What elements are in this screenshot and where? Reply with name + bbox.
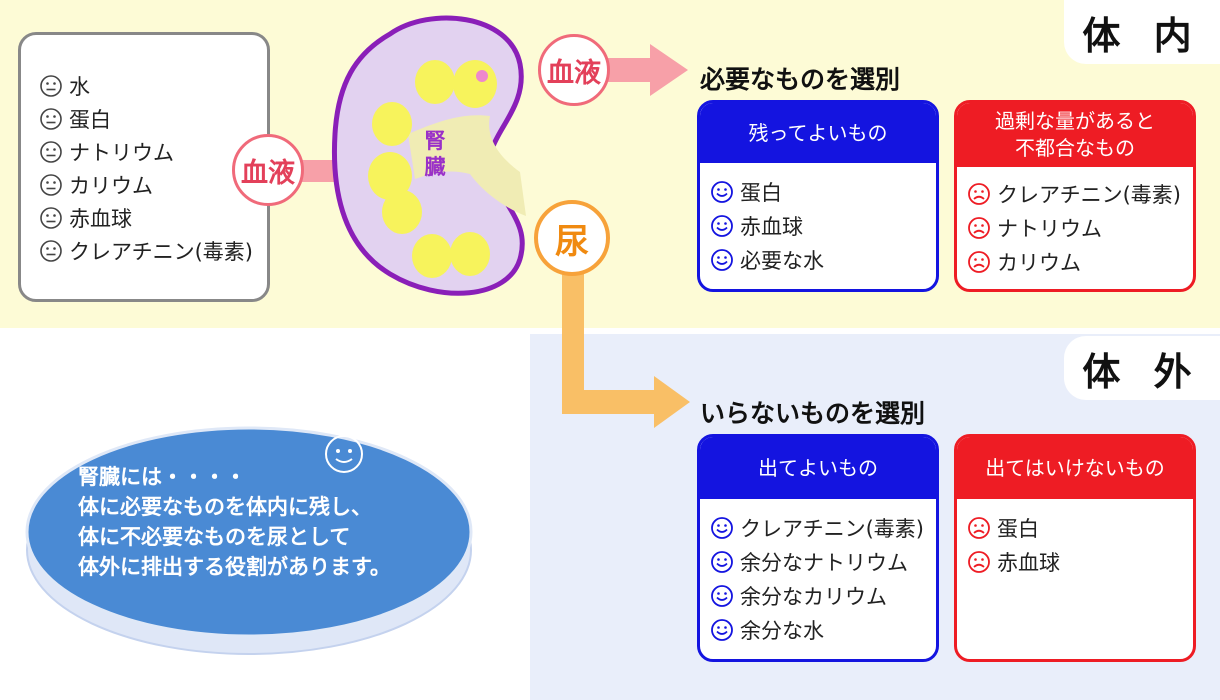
blood-outflow-arrow bbox=[605, 44, 688, 96]
excess-card-title: 過剰な量があると 不都合なもの bbox=[957, 103, 1193, 167]
outside-heading: いらないものを選別 bbox=[700, 399, 926, 428]
inside-body-tag: 体 内 bbox=[1064, 0, 1220, 64]
list-item: 余分なカリウム bbox=[710, 579, 936, 613]
summary-line: 体に不必要なものを尿として bbox=[78, 525, 351, 549]
list-item-label: 赤血球 bbox=[997, 551, 1060, 575]
list-item-label: 蛋白 bbox=[997, 517, 1039, 541]
list-item: 必要な水 bbox=[710, 243, 936, 277]
keep-card-title: 残ってよいもの bbox=[700, 103, 936, 163]
list-item: 余分な水 bbox=[710, 613, 936, 647]
glomerulus bbox=[368, 152, 412, 200]
list-item: ナトリウム bbox=[967, 211, 1193, 245]
list-item-label: クレアチニン(毒素) bbox=[69, 239, 253, 264]
kidney-illustration bbox=[332, 15, 526, 296]
summary-line: 体外に排出する役割があります。 bbox=[78, 555, 391, 579]
smile-face-icon bbox=[711, 517, 733, 539]
list-item-label: 余分なカリウム bbox=[740, 585, 887, 609]
urine-arrow bbox=[562, 270, 690, 428]
list-item: 赤血球 bbox=[710, 209, 936, 243]
smile-face-icon bbox=[711, 249, 733, 271]
list-item-label: クレアチニン(毒素) bbox=[740, 517, 924, 541]
ellipse-face bbox=[25, 426, 473, 638]
list-item-label: 水 bbox=[69, 74, 90, 99]
list-item-label: 必要な水 bbox=[740, 249, 824, 273]
glomerulus bbox=[450, 232, 490, 276]
list-item-label: 余分な水 bbox=[740, 619, 824, 643]
list-item-label: 赤血球 bbox=[69, 206, 132, 231]
excrete-bad-card: 出てはいけないもの 蛋白 赤血球 bbox=[954, 434, 1196, 662]
excrete-ok-card: 出てよいもの クレアチニン(毒素) 余分なナトリウム 余分なカリウム 余分な水 bbox=[697, 434, 939, 662]
list-item-label: ナトリウム bbox=[997, 217, 1102, 241]
summary-line: 体に必要なものを体内に残し、 bbox=[78, 495, 372, 519]
list-item: クレアチニン(毒素) bbox=[967, 177, 1193, 211]
blood-bubble-in: 血液 bbox=[232, 134, 304, 206]
glomerulus bbox=[382, 190, 422, 234]
urine-bubble: 尿 bbox=[534, 200, 610, 276]
glomerulus bbox=[415, 60, 455, 104]
list-item: ナトリウム bbox=[39, 135, 267, 168]
summary-text: 腎臓には・・・・ 体に必要なものを体内に残し、 体に不必要なものを尿として 体外… bbox=[78, 462, 391, 582]
list-item: 赤血球 bbox=[39, 201, 267, 234]
kidney-label: 腎臓 bbox=[424, 129, 446, 179]
frown-face-icon bbox=[968, 517, 990, 539]
list-item: 余分なナトリウム bbox=[710, 545, 936, 579]
smile-face-icon bbox=[711, 215, 733, 237]
list-item: カリウム bbox=[967, 245, 1193, 279]
list-item: 水 bbox=[39, 69, 267, 102]
list-item-label: カリウム bbox=[997, 251, 1081, 275]
list-item: 蛋白 bbox=[967, 511, 1193, 545]
smile-face-icon bbox=[711, 585, 733, 607]
inside-heading: 必要なものを選別 bbox=[700, 65, 901, 94]
list-item: クレアチニン(毒素) bbox=[710, 511, 936, 545]
list-item: カリウム bbox=[39, 168, 267, 201]
excrete-bad-card-title: 出てはいけないもの bbox=[957, 437, 1193, 499]
blood-bubble-out: 血液 bbox=[538, 34, 610, 106]
frown-face-icon bbox=[968, 183, 990, 205]
list-item: 蛋白 bbox=[39, 102, 267, 135]
list-item-label: カリウム bbox=[69, 173, 153, 198]
excess-card: 過剰な量があると 不都合なもの クレアチニン(毒素) ナトリウム カリウム bbox=[954, 100, 1196, 292]
list-item: 蛋白 bbox=[710, 175, 936, 209]
pink-dot bbox=[476, 70, 488, 82]
list-item-label: 余分なナトリウム bbox=[740, 551, 908, 575]
list-item-label: 蛋白 bbox=[740, 181, 782, 205]
frown-face-icon bbox=[968, 551, 990, 573]
list-item: クレアチニン(毒素) bbox=[39, 234, 267, 267]
keep-card: 残ってよいもの 蛋白 赤血球 必要な水 bbox=[697, 100, 939, 292]
smile-face-icon bbox=[711, 619, 733, 641]
list-item-label: クレアチニン(毒素) bbox=[997, 183, 1181, 207]
summary-line: 腎臓には・・・・ bbox=[78, 465, 246, 489]
excess-card-title-line: 過剰な量があると bbox=[995, 109, 1155, 133]
star-face-icon bbox=[325, 435, 363, 473]
list-item: 赤血球 bbox=[967, 545, 1193, 579]
excrete-ok-card-title: 出てよいもの bbox=[700, 437, 936, 499]
smile-face-icon bbox=[711, 181, 733, 203]
smile-face-icon bbox=[711, 551, 733, 573]
renal-pelvis bbox=[408, 115, 526, 216]
glomerulus bbox=[372, 102, 412, 146]
blood-components-box: 水 蛋白 ナトリウム カリウム 赤血球 クレアチニン(毒素) bbox=[18, 32, 270, 302]
outside-body-tag: 体 外 bbox=[1064, 336, 1220, 400]
glomerulus bbox=[412, 234, 452, 278]
summary-ellipse bbox=[25, 426, 473, 655]
glomerulus bbox=[453, 60, 497, 108]
excess-card-title-line: 不都合なもの bbox=[1015, 136, 1135, 160]
list-item-label: ナトリウム bbox=[69, 140, 174, 165]
frown-face-icon bbox=[968, 217, 990, 239]
list-item-label: 赤血球 bbox=[740, 215, 803, 239]
list-item-label: 蛋白 bbox=[69, 107, 111, 132]
frown-face-icon bbox=[968, 251, 990, 273]
